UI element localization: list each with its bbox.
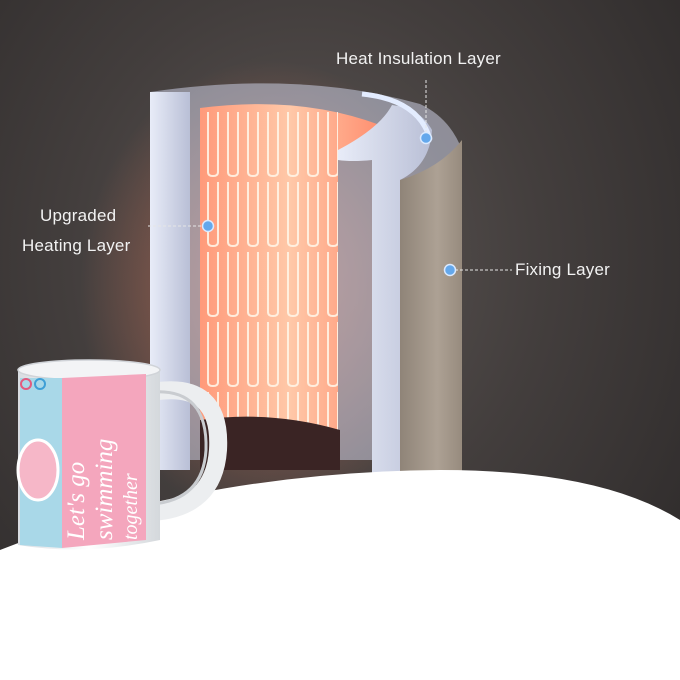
cylinder-interior bbox=[200, 416, 340, 470]
fixing-label: Fixing Layer bbox=[515, 260, 610, 279]
mug-pink-print bbox=[62, 374, 146, 548]
mug-text-line3: together bbox=[120, 473, 142, 540]
heat-insulation-label: Heat Insulation Layer bbox=[336, 49, 501, 68]
mug-handle bbox=[150, 381, 228, 521]
mug-float-ring bbox=[16, 438, 60, 502]
mug: Let's go swimming together bbox=[16, 359, 228, 550]
heating-coil-pattern bbox=[203, 108, 338, 448]
heating-label-line1: Upgraded bbox=[40, 206, 117, 225]
heating-label-line2: Heating Layer bbox=[22, 236, 131, 255]
heating-label: Upgraded Heating Layer bbox=[22, 202, 144, 260]
mug-dot-2 bbox=[34, 378, 46, 390]
mug-text-line1: Let's go bbox=[63, 462, 90, 541]
fixing-marker-dot bbox=[443, 263, 457, 277]
insulation-layer-wall bbox=[338, 105, 432, 480]
mug-dot-1 bbox=[20, 378, 32, 390]
heating-marker-dot bbox=[201, 219, 215, 233]
white-floor bbox=[0, 470, 680, 680]
mug-handle-shadow bbox=[151, 390, 208, 506]
heat-insulation-marker-dot bbox=[419, 131, 433, 145]
mug-text-line2: swimming bbox=[91, 439, 118, 540]
fixing-layer bbox=[400, 140, 462, 480]
